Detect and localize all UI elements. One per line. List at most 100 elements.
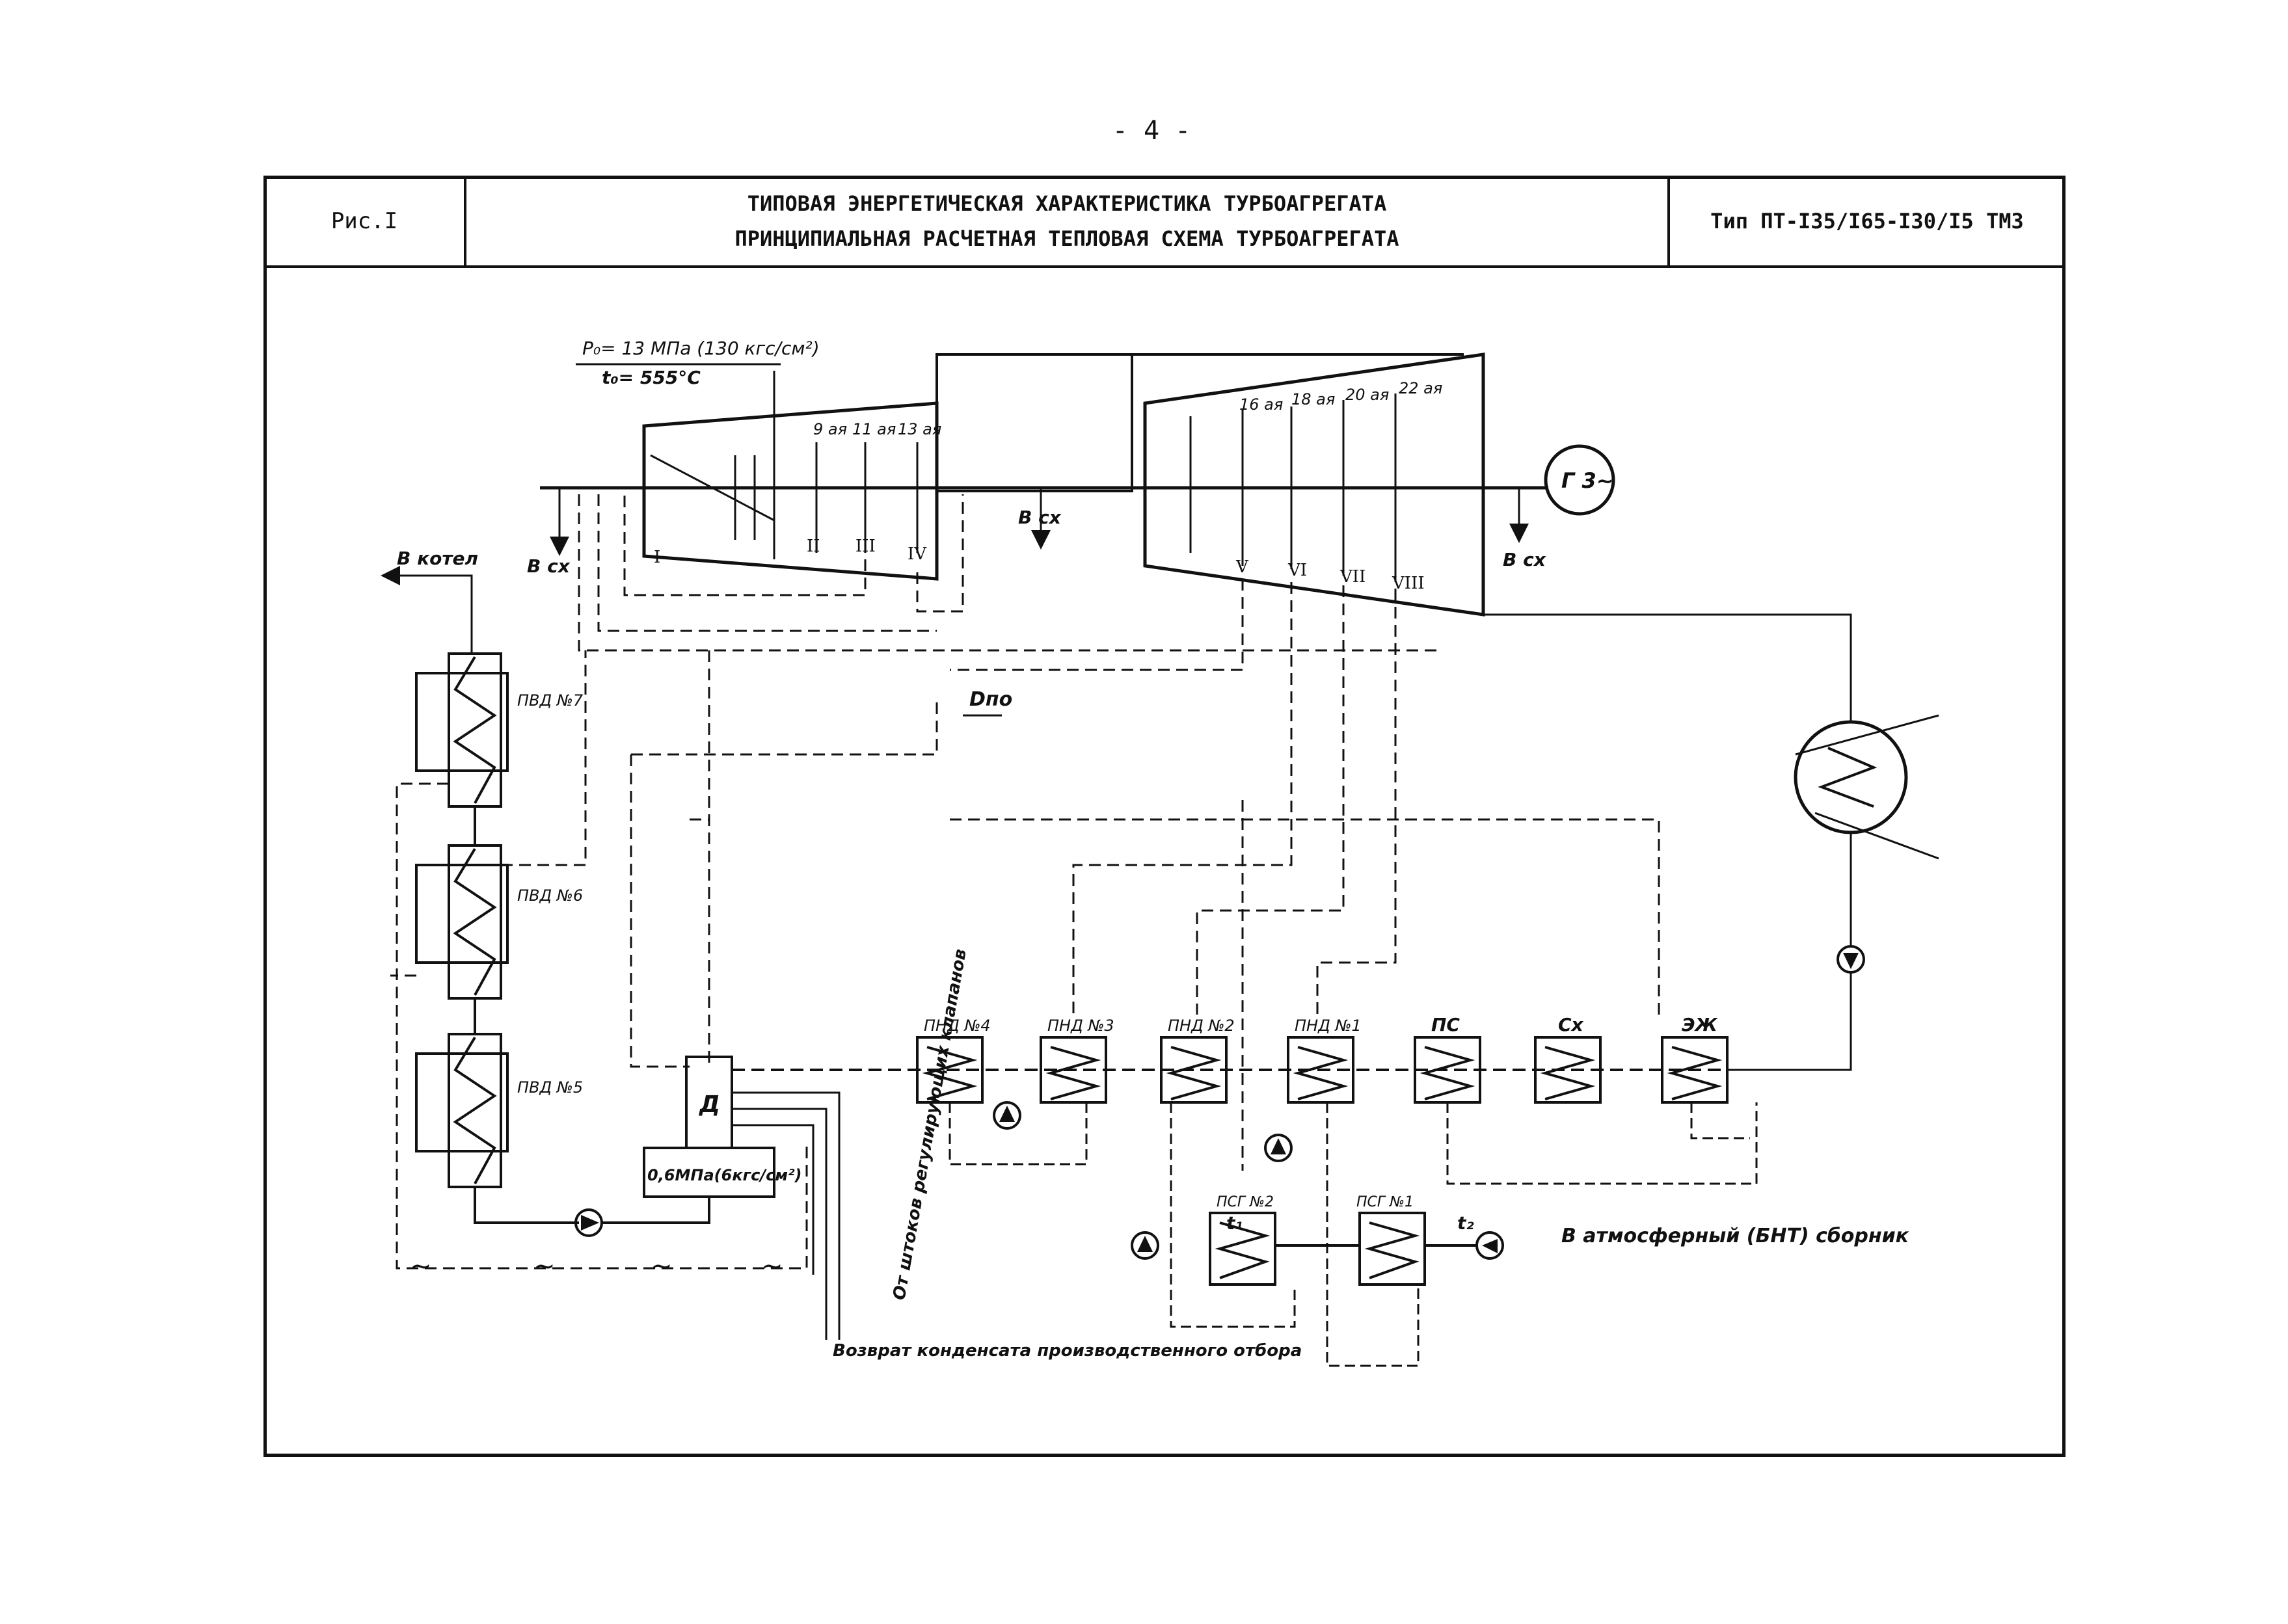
feed-pump-arrow [581,1215,599,1231]
title-line-2: ПРИНЦИПИАЛЬНАЯ РАСЧЕТНАЯ ТЕПЛОВАЯ СХЕМА … [734,226,1399,251]
process-steam-line [631,702,938,756]
generator [1544,444,1615,516]
drawing-title: ТИПОВАЯ ЭНЕРГЕТИЧЕСКАЯ ХАРАКТЕРИСТИКА ТУ… [465,176,1669,267]
extraction-line-VI [1072,582,1293,1015]
network-heater-1-label: ПСГ №1 [1356,1194,1414,1210]
lp-heater-1 [1287,1036,1354,1104]
lp-heater-2-label: ПНД №2 [1168,1017,1235,1035]
hp-stage-label-9: 9 ая [813,420,847,438]
lp-heater-2-coil [1166,1046,1222,1100]
extraction-line-V [950,579,1244,671]
lp-drain-line-2 [1446,1102,1758,1185]
generator-label: Г 3~ [1561,468,1614,493]
extraction-I: I [654,548,660,567]
network-pump-right-arrow [1482,1239,1498,1253]
lp-heater-4-coil [922,1046,978,1100]
network-pump-left [1131,1231,1159,1260]
cooling-water-in [1795,714,1939,756]
lp-drain-line-1 [949,1102,1088,1165]
seal-heater-ps-label: ПС [1431,1014,1460,1035]
ejector-heater-coil [1667,1046,1723,1100]
lp-heater-3-coil [1045,1046,1101,1100]
network-heater-2-label: ПСГ №2 [1217,1194,1274,1210]
drawing-frame [263,176,2066,1457]
lp-heater-3-label: ПНД №3 [1047,1017,1114,1035]
to-boiler-pipe [381,566,473,654]
extraction-line-II [597,494,937,632]
hp-cylinder [642,401,939,581]
network-pump-left-arrow [1137,1236,1153,1252]
hp-heater-7-body [415,672,509,772]
steam-temperature: t₀= 555°C [602,367,701,388]
figure-label: Рис.I [330,208,398,234]
condensate-line [1727,832,1852,1071]
seal-heater-ps-coil [1420,1046,1475,1100]
lp-heater-4-steam-line [950,818,1660,1015]
hp-heater-7-label: ПВД №7 [517,691,584,710]
extraction-III: III [855,537,876,556]
extraction-II: II [807,537,820,556]
extraction-line-I [578,494,1438,652]
exhaust-to-condenser [1483,613,1852,722]
network-heater-2-coil [1215,1221,1271,1279]
network-drain-line-2 [1326,1102,1420,1367]
hp-heater-7-shell [448,652,502,808]
deaerator-steam-line [630,754,690,1068]
hp-heater-6-label: ПВД №6 [517,886,583,905]
lp-heater-1-coil [1293,1046,1349,1100]
temperature-t1: t₁ [1226,1212,1243,1234]
hp-drain-left [396,782,808,1270]
seal-heater-sx-label: Сх [1558,1014,1584,1035]
network-pump-mid [1264,1134,1293,1162]
condensate-return-label: Возврат конденсата производственного отб… [833,1341,1302,1361]
leakoff-line [732,1091,841,1340]
header-grid [263,176,2066,268]
feedwater-line [474,806,579,1224]
hp-heater-5-label: ПВД №5 [517,1078,583,1097]
lp-stage-label-22: 22 ая [1399,379,1442,397]
hp-nozzle-line [650,454,775,522]
lp-drain-pump-arrow [999,1106,1015,1122]
page-number: - 4 - [1112,116,1191,146]
hp-drain-right [501,650,587,866]
hp-stage-label-11: 11 ая [852,420,896,438]
hp-heater-6-coil [453,847,497,996]
lp-heater-1-label: ПНД №1 [1295,1017,1362,1035]
network-pump-mid-arrow [1271,1138,1286,1154]
ip-casing [935,353,1133,492]
hp-heater-6-shell [448,844,502,1000]
deaerator-label: Д [699,1091,720,1118]
lp-stage-label-18: 18 ая [1291,390,1335,408]
hp-heater-5-coil [453,1036,497,1184]
network-heater-1-coil [1364,1221,1420,1279]
drain-symbol-4: ~ [761,1251,783,1281]
deaerator-outlet [602,1197,710,1224]
drain-symbol-3: ~ [651,1251,673,1281]
to-boiler-label: В котел [397,548,478,569]
process-steam-label: Dпо [969,688,1012,711]
lp-heater-3 [1040,1036,1107,1104]
condensate-pump-arrow [1843,953,1859,969]
condenser-coil [1818,747,1878,808]
extraction-line-VIII [1316,589,1397,1015]
hp-stage-label-13: 13 ая [898,420,941,438]
hp-heater-6-body [415,864,509,964]
ejector-heater-label: ЭЖ [1682,1014,1718,1035]
steam-pressure: P₀= 13 МПа (130 кгс/см²) [582,338,820,359]
cooling-water-out [1814,812,1939,860]
extraction-IV: IV [908,544,927,564]
extraction-VII: VII [1339,567,1366,587]
seal-heater-sx-coil [1540,1046,1596,1100]
network-pump-right [1475,1231,1504,1260]
extraction-VIII: VIII [1392,574,1425,593]
extraction-line-IV [916,494,964,613]
network-heater-1 [1358,1212,1426,1286]
ejector-drain [1690,1102,1750,1139]
drain-label-right: В сх [1503,549,1546,570]
deaerator-pressure: 0,6МПа(6кгс/см²) [647,1166,802,1184]
ejector-heater [1661,1036,1729,1104]
hp-heater-5-body [415,1052,509,1152]
title-line-1: ТИПОВАЯ ЭНЕРГЕТИЧЕСКАЯ ХАРАКТЕРИСТИКА ТУ… [747,191,1387,216]
seal-heater-sx [1534,1036,1602,1104]
